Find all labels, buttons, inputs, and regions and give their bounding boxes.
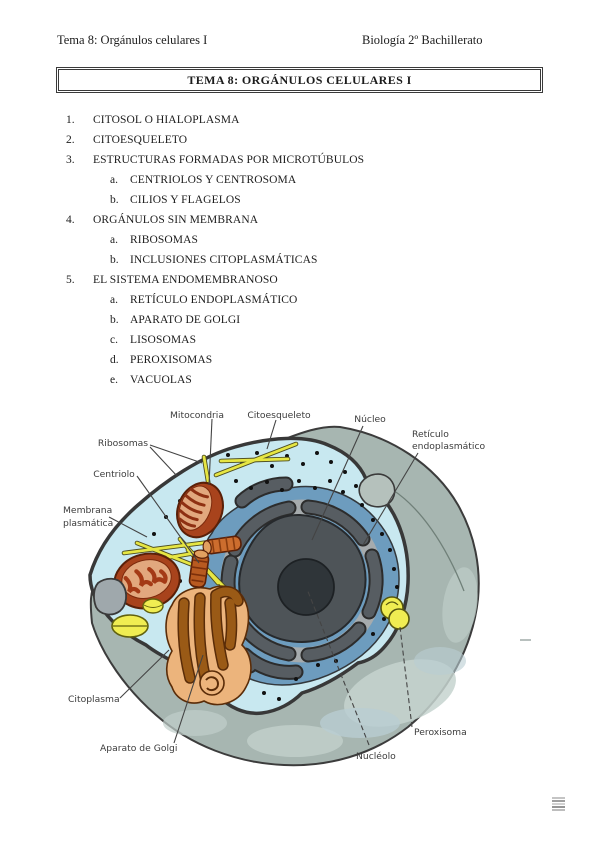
outline-list: 1. CITOSOL O HIALOPLASMA 2. CITOESQUELETO 3.… <box>57 110 543 390</box>
outline-marker: 4. <box>66 214 75 226</box>
diagram-labels: Mitocondria Citoesqueleto Núcleo Retícul… <box>63 410 486 762</box>
label-membrana-line1: Membrana <box>63 505 112 516</box>
outline-item: 1. CITOSOL O HIALOPLASMA <box>57 110 543 130</box>
label-membrana-line2: plasmática <box>63 518 113 529</box>
outline-label: CENTRIOLOS Y CENTROSOMA <box>130 174 297 186</box>
label-reticulo-line2: endoplasmático <box>412 441 486 452</box>
label-ribosomas: Ribosomas <box>98 438 148 449</box>
nuclear-region <box>201 476 400 686</box>
outline-item: b. INCLUSIONES CITOPLASMÁTICAS <box>57 250 543 270</box>
label-aparato-golgi: Aparato de Golgi <box>100 743 177 754</box>
label-nucleo: Núcleo <box>354 414 386 425</box>
outline-item: b. CILIOS Y FLAGELOS <box>57 190 543 210</box>
header-right: Biología 2º Bachillerato <box>362 33 483 47</box>
peroxisome-body <box>380 596 410 630</box>
outline-marker: a. <box>110 174 118 186</box>
outline-marker: b. <box>110 254 119 266</box>
outline-item: a. RETÍCULO ENDOPLASMÁTICO <box>57 290 543 310</box>
outline-label: APARATO DE GOLGI <box>130 314 241 326</box>
outline-label: EL SISTEMA ENDOMEMBRANOSO <box>93 274 278 286</box>
header-left: Tema 8: Orgánulos celulares I <box>57 33 208 47</box>
outline-marker: 3. <box>66 154 75 166</box>
outline-marker: b. <box>110 314 119 326</box>
outline-marker: 1. <box>66 114 75 126</box>
outline-marker: 5. <box>66 274 75 286</box>
label-citoesqueleto: Citoesqueleto <box>247 410 311 421</box>
lysosome-large <box>111 614 149 638</box>
chapter-title-box: TEMA 8: ORGÁNULOS CELULARES I <box>56 67 543 93</box>
outline-marker: d. <box>110 354 119 366</box>
centriole-vertical <box>188 549 210 588</box>
label-citoplasma: Citoplasma <box>68 694 120 705</box>
label-peroxisoma: Peroxisoma <box>414 727 467 738</box>
outline-marker: e. <box>110 374 118 386</box>
outline-label: CITOESQUELETO <box>93 134 188 146</box>
outline-marker: a. <box>110 234 118 246</box>
outline-marker: c. <box>110 334 118 346</box>
outline-label: RETÍCULO ENDOPLASMÁTICO <box>130 294 298 306</box>
lysosome-small <box>142 598 164 614</box>
outline-item: 2. CITOESQUELETO <box>57 130 543 150</box>
outline-item: 4. ORGÁNULOS SIN MEMBRANA <box>57 210 543 230</box>
golgi-apparatus <box>165 585 252 706</box>
label-nucleolo: Nucléolo <box>356 751 396 762</box>
mitochondrion-top <box>176 481 224 539</box>
cell-body-shading <box>163 567 478 757</box>
outline-label: ORGÁNULOS SIN MEMBRANA <box>93 214 259 226</box>
plasma-membrane-lip <box>93 577 127 616</box>
mitochondrion-left <box>113 552 181 610</box>
cell-body-crease <box>392 489 465 592</box>
outline-item: c. LISOSOMAS <box>57 330 543 350</box>
outline-marker: a. <box>110 294 118 306</box>
outline-label: RIBOSOMAS <box>130 234 199 246</box>
leader-lines <box>108 418 419 746</box>
outline-item: 5. EL SISTEMA ENDOMEMBRANOSO <box>57 270 543 290</box>
label-mitocondria: Mitocondria <box>170 410 224 421</box>
outline-label: ESTRUCTURAS FORMADAS POR MICROTÚBULOS <box>93 154 365 166</box>
nucleolus <box>277 558 335 616</box>
outline-marker: b. <box>110 194 119 206</box>
outline-marker: 2. <box>66 134 75 146</box>
outline-label: PEROXISOMAS <box>130 354 213 366</box>
cell-diagram: Mitocondria Citoesqueleto Núcleo Retícul… <box>63 410 531 767</box>
outline-label: INCLUSIONES CITOPLASMÁTICAS <box>130 254 318 266</box>
outline-item: b. APARATO DE GOLGI <box>57 310 543 330</box>
chapter-title: TEMA 8: ORGÁNULOS CELULARES I <box>187 72 412 87</box>
chapter-title-box-inner: TEMA 8: ORGÁNULOS CELULARES I <box>58 69 541 91</box>
outline-item: d. PEROXISOMAS <box>57 350 543 370</box>
outline-label: CITOSOL O HIALOPLASMA <box>93 114 240 126</box>
outline-item: a. CENTRIOLOS Y CENTROSOMA <box>57 170 543 190</box>
label-reticulo-line1: Retículo <box>412 429 449 440</box>
outline-label: CILIOS Y FLAGELOS <box>130 194 241 206</box>
outline-item: e. VACUOLAS <box>57 370 543 390</box>
label-centriolo: Centriolo <box>93 469 135 480</box>
outline-label: LISOSOMAS <box>130 334 197 346</box>
outline-item: a. RIBOSOMAS <box>57 230 543 250</box>
outline-label: VACUOLAS <box>130 374 192 386</box>
outline-item: 3. ESTRUCTURAS FORMADAS POR MICROTÚBULOS <box>57 150 543 170</box>
corner-mark <box>552 797 565 812</box>
